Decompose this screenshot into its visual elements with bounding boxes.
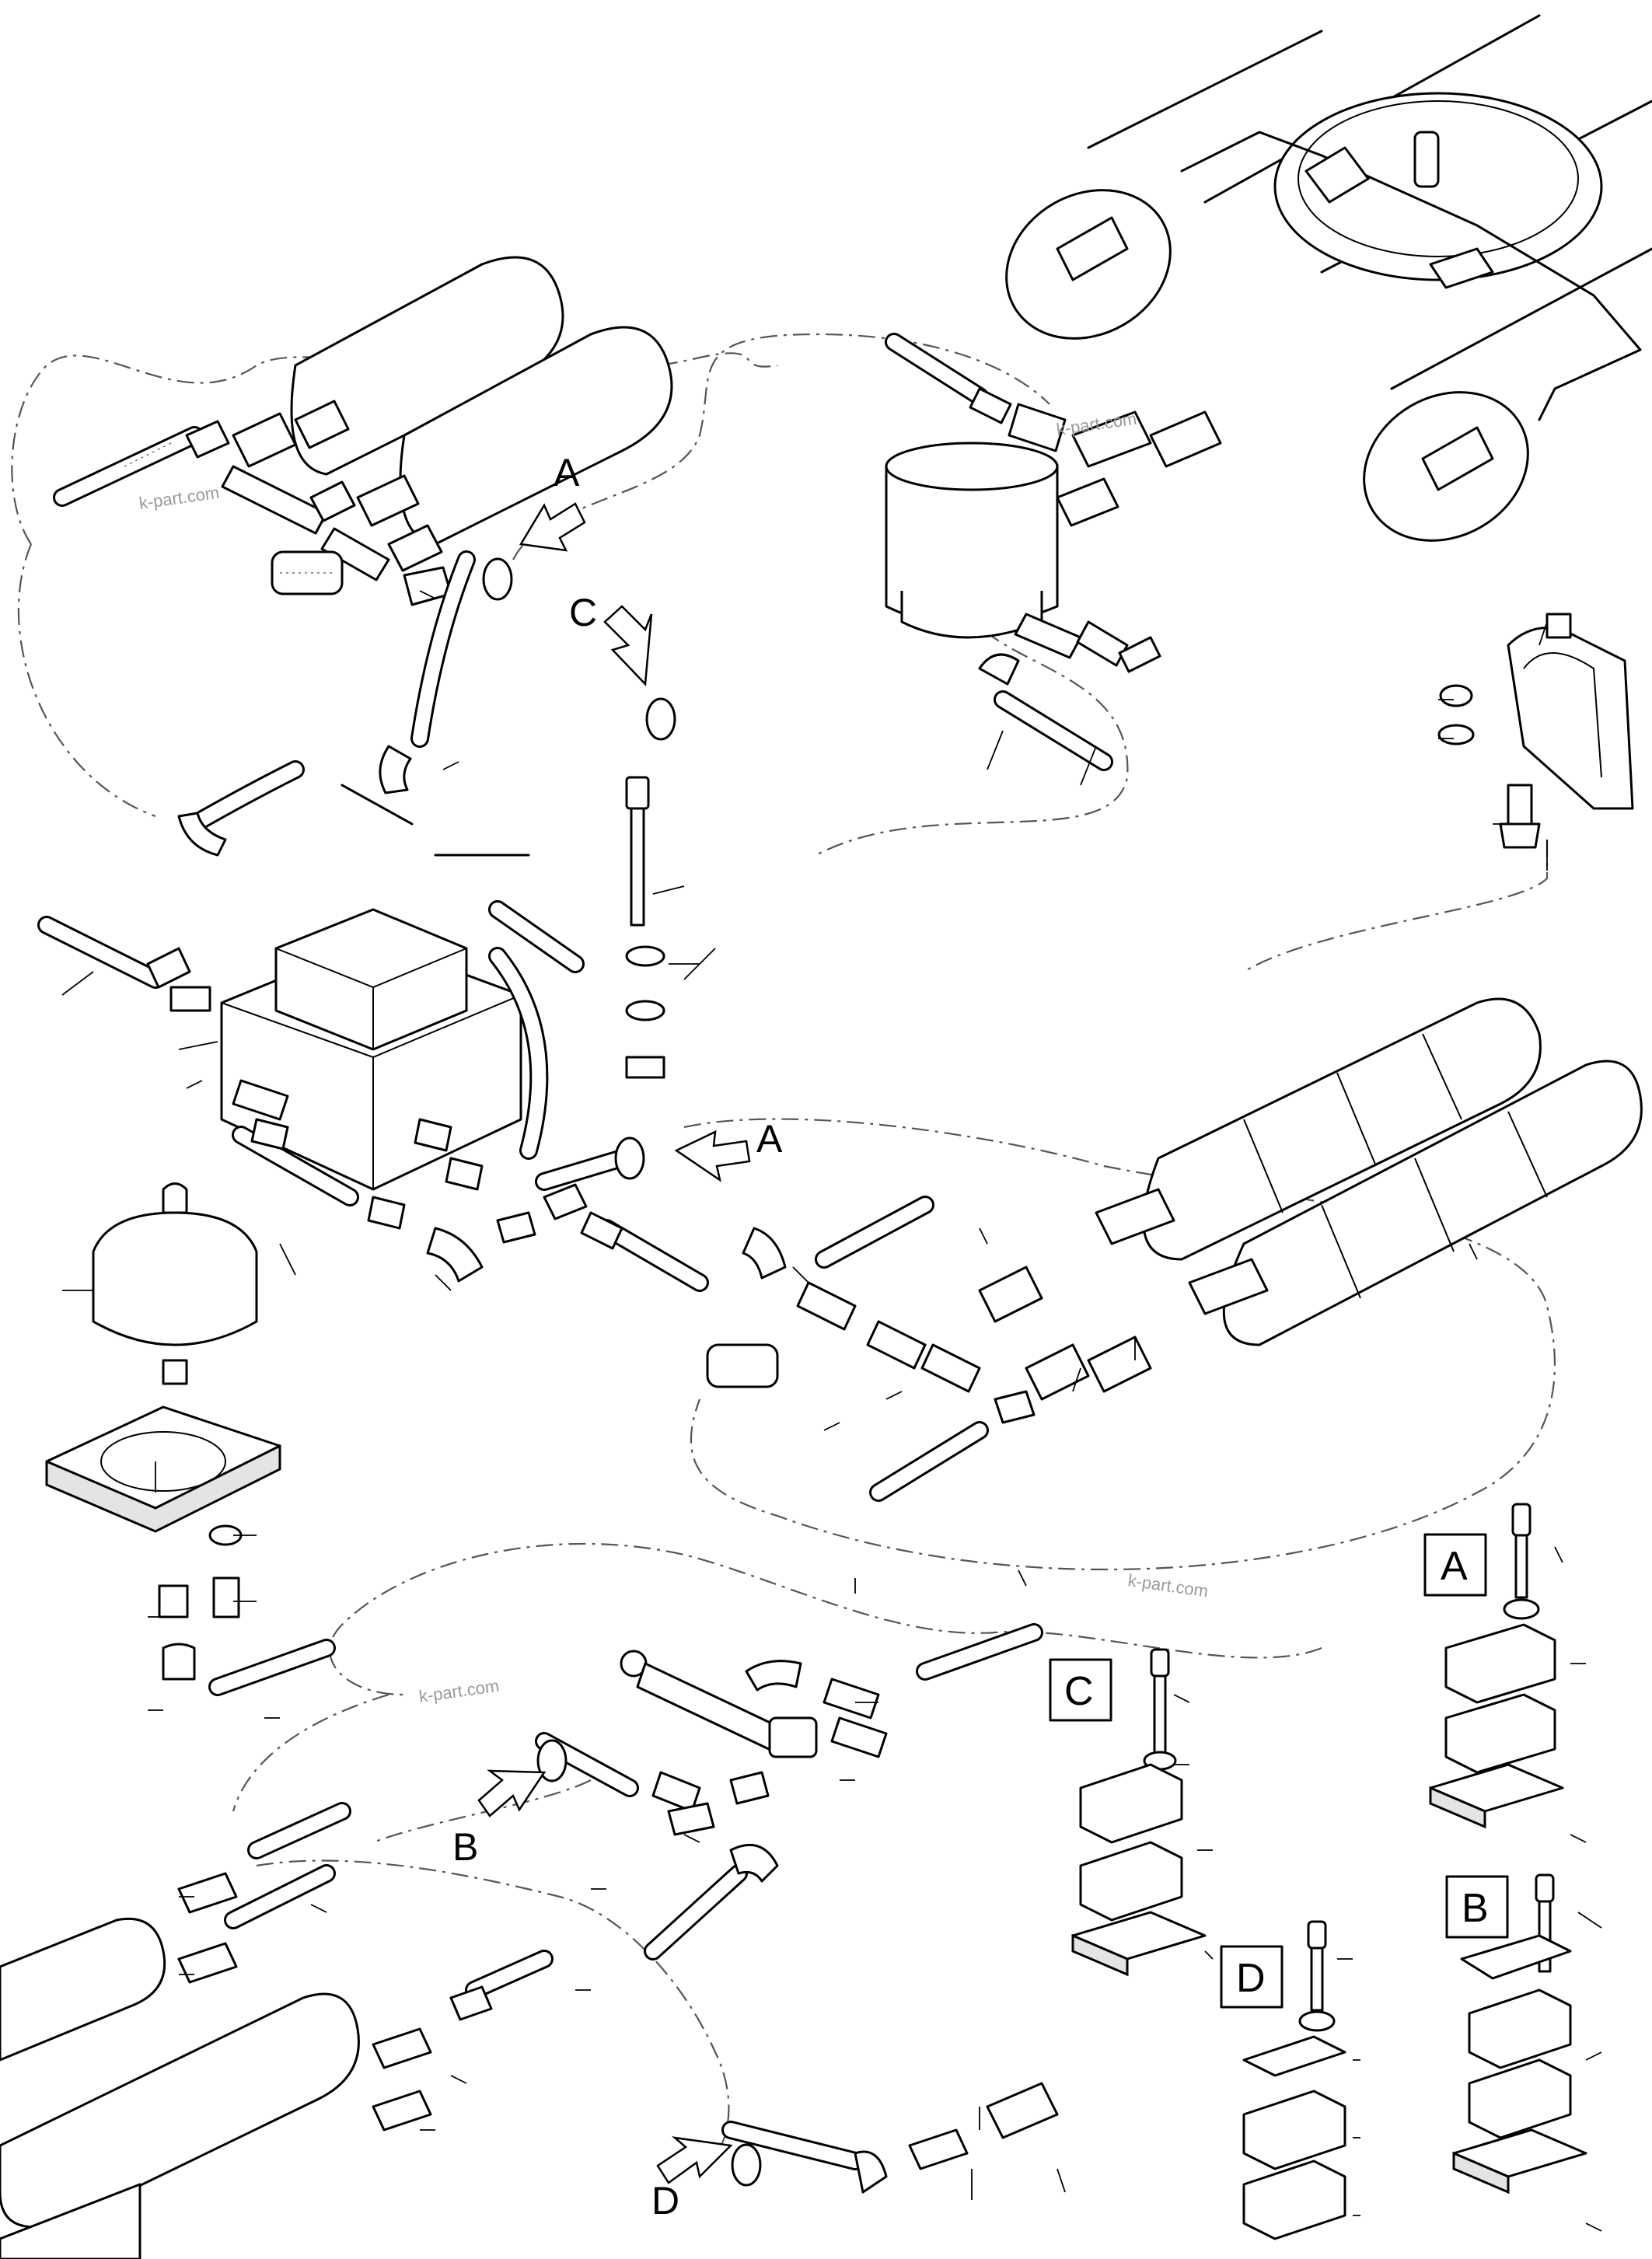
hose-clamp-bracket — [1437, 613, 1634, 849]
detail-label-c: C — [1064, 1669, 1094, 1714]
mid-right-cylinder-assembly — [706, 997, 1643, 1502]
accumulator-assembly — [45, 1182, 336, 1696]
detail-label-b: B — [1462, 1886, 1489, 1931]
detail-d-inset: D — [1220, 1920, 1346, 2240]
arrow-d-lower — [656, 2136, 733, 2184]
callout-a-upper: A — [554, 451, 580, 494]
watermark-top-left: k-part.com — [138, 483, 220, 513]
watermark-lower-left: k-part.com — [417, 1676, 500, 1706]
arrow-a-upper — [519, 502, 586, 552]
callout-arrows — [477, 502, 751, 2184]
callout-a-mid: A — [756, 1117, 783, 1161]
arrow-a-mid — [674, 1130, 751, 1182]
callout-b-lower: B — [452, 1825, 478, 1869]
arrow-c-upper — [603, 605, 653, 686]
detail-label-a: A — [1441, 1544, 1468, 1589]
detail-label-d: D — [1236, 1956, 1266, 2001]
detail-b-inset: B — [1445, 1873, 1587, 2194]
upper-cylinder-assembly — [53, 256, 673, 606]
bottom-hose-assembly — [535, 1623, 1059, 2194]
section-cut-marks — [482, 557, 762, 2187]
central-tank-assembly — [885, 333, 1222, 771]
callout-d-lower: D — [651, 2179, 679, 2222]
arrow-b-lower — [477, 1769, 547, 1817]
watermark-mid-right: k-part.com — [1126, 1570, 1209, 1601]
detail-a-inset: A — [1423, 1503, 1564, 1829]
machine-frame-assembly — [1005, 14, 1652, 542]
leader-lines — [61, 590, 1602, 2232]
bolt-washer-stack — [625, 776, 665, 1079]
main-valve-block — [37, 550, 709, 1292]
detail-c-inset: C — [1049, 1648, 1207, 1977]
assembly-boundary-lines — [11, 333, 1556, 2170]
callout-c-upper: C — [569, 591, 597, 634]
bottom-left-cylinder-assembly — [0, 1802, 554, 2259]
